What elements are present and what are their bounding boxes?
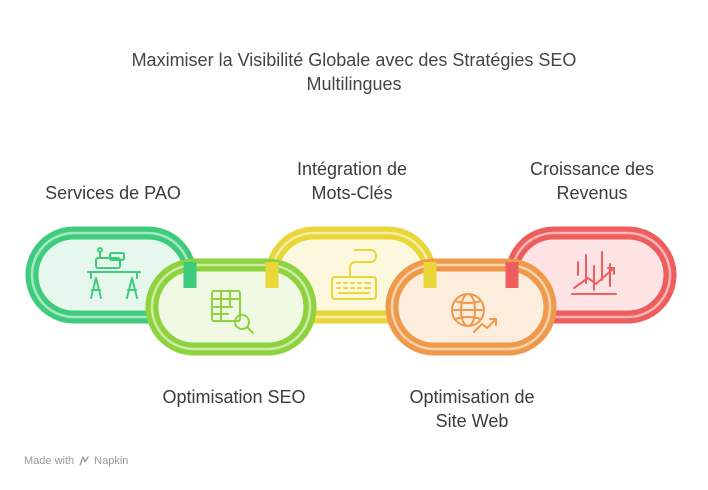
watermark-brand: Napkin (94, 455, 129, 467)
step-label-optimisation-site-line-2: Site Web (435, 411, 509, 431)
table-search-icon (211, 290, 254, 334)
globe-growth-icon (451, 293, 497, 333)
step-label-croissance-line-1: Croissance des (529, 159, 655, 179)
step-label-croissance-line-2: Revenus (556, 183, 628, 203)
step-label-optimisation-seo: Optimisation SEO (162, 387, 306, 407)
napkin-watermark[interactable]: Made with Napkin (24, 455, 128, 467)
diagram-title-line-2: Multilingues (306, 74, 402, 94)
watermark-prefix: Made with (24, 455, 75, 467)
revenue-chart-icon (571, 251, 617, 295)
keyboard-icon (331, 249, 377, 300)
desk-publishing-icon (87, 247, 141, 299)
step-label-integration-line-1: Intégration de (296, 159, 408, 179)
step-label-services-pao: Services de PAO (45, 183, 181, 203)
step-label-optimisation-site-line-1: Optimisation de (409, 387, 535, 407)
diagram-title-line-1: Maximiser la Visibilité Globale avec des… (131, 50, 577, 70)
napkin-logo-icon (79, 456, 89, 466)
chain-link-optimisation-site-web (385, 258, 557, 356)
step-label-integration-line-2: Mots-Clés (311, 183, 393, 203)
